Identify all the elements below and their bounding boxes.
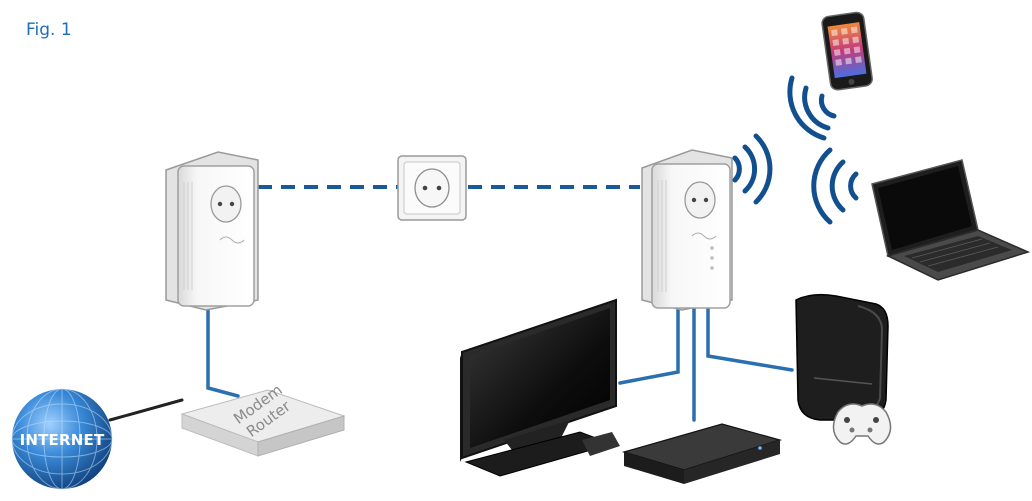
wifi-signal-icon xyxy=(732,133,773,205)
modem-router: Modem Router xyxy=(180,381,346,457)
figure-label: Fig. 1 xyxy=(26,20,72,40)
gamepad-icon xyxy=(832,403,892,445)
set-top-box-icon xyxy=(621,423,783,484)
powerline-adapter-left xyxy=(165,151,259,311)
laptop-icon xyxy=(871,159,1031,281)
phone-wifi-icon xyxy=(787,75,837,141)
smartphone-icon xyxy=(821,11,873,91)
network-cables xyxy=(108,304,794,422)
game-console-icon xyxy=(795,293,889,421)
laptop-wifi-icon xyxy=(811,147,859,225)
television-icon xyxy=(460,298,620,477)
internet-globe: INTERNET xyxy=(11,388,113,490)
powerline-adapter-wifi xyxy=(641,149,733,311)
internet-label: INTERNET xyxy=(20,431,105,449)
wall-socket-icon xyxy=(397,155,467,221)
